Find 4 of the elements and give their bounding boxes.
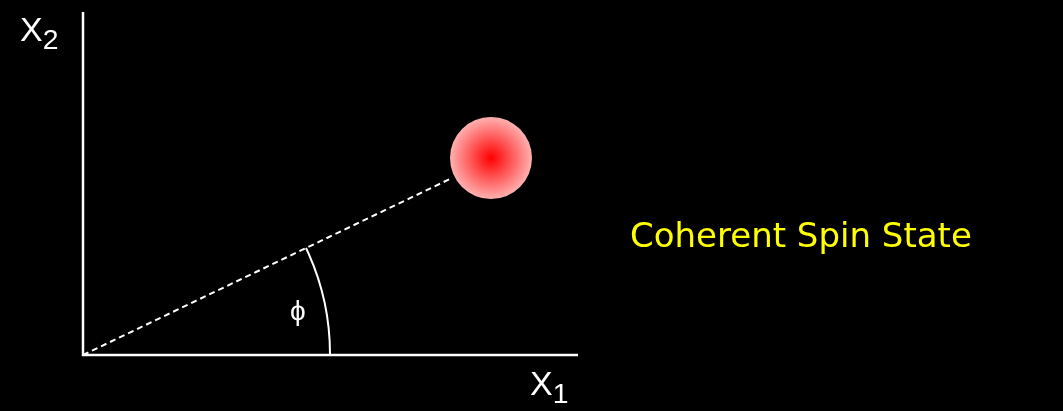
angle-label: ϕ [290,297,306,325]
axis-label: X$_{1}$ [530,366,569,408]
axis-label: X$_{2}$ [20,12,59,54]
state-label: Coherent Spin State [630,218,972,252]
